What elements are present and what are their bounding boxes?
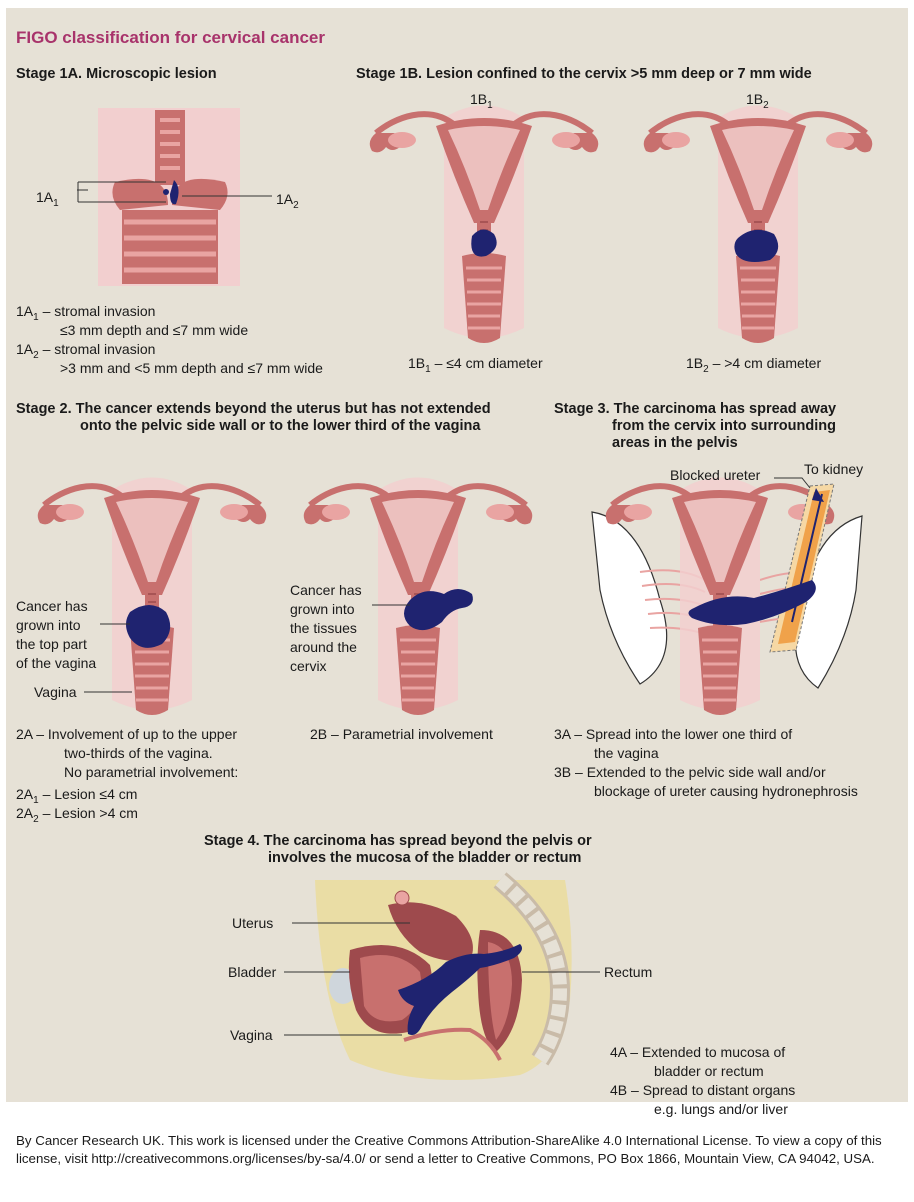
desc-2a-line2: two-thirds of the vagina. [64, 744, 213, 763]
desc-2a1: 2A1 – Lesion ≤4 cm [16, 785, 137, 806]
desc-2a-line1: 2A – Involvement of up to the upper [16, 725, 237, 744]
callout-2b-line4: around the [290, 638, 357, 657]
license-credit: By Cancer Research UK. This work is lice… [16, 1132, 900, 1168]
label-1a1: 1A1 [36, 188, 59, 209]
desc-2b: 2B – Parametrial involvement [310, 725, 493, 744]
desc-1a2-detail: >3 mm and <5 mm depth and ≤7 mm wide [60, 359, 323, 378]
stage2-heading-line1: Stage 2. The cancer extends beyond the u… [16, 401, 491, 418]
desc-3b-line2: blockage of ureter causing hydronephrosi… [594, 782, 858, 801]
stage1b-heading: Stage 1B. Lesion confined to the cervix … [356, 66, 812, 83]
desc-1a1-detail: ≤3 mm depth and ≤7 mm wide [60, 321, 248, 340]
callout-2b-line3: the tissues [290, 619, 357, 638]
callout-2a-line1: Cancer has [16, 597, 88, 616]
desc-1a1: 1A1 – stromal invasion [16, 302, 155, 323]
stage1a-illustration [77, 108, 272, 286]
callout-blocked-ureter: Blocked ureter [670, 466, 760, 485]
callout-2b-line5: cervix [290, 657, 327, 676]
desc-2a-line3: No parametrial involvement: [64, 763, 238, 782]
desc-4a-line1: 4A – Extended to mucosa of [610, 1043, 785, 1062]
stage3-heading-line2: from the cervix into surrounding [612, 418, 836, 435]
stage3-heading-line1: Stage 3. The carcinoma has spread away [554, 401, 836, 418]
callout-2a-line2: grown into [16, 616, 81, 635]
label-1b2: 1B2 [746, 90, 769, 111]
desc-4b-line2: e.g. lungs and/or liver [654, 1100, 788, 1119]
stage3-heading-line3: areas in the pelvis [612, 435, 738, 452]
page-title: FIGO classification for cervical cancer [16, 28, 325, 48]
desc-1b1: 1B1 – ≤4 cm diameter [408, 354, 543, 375]
callout-2b-line2: grown into [290, 600, 355, 619]
label-uterus: Uterus [232, 914, 273, 933]
desc-4b-line1: 4B – Spread to distant organs [610, 1081, 795, 1100]
desc-1b2: 1B2 – >4 cm diameter [686, 354, 821, 375]
label-rectum: Rectum [604, 963, 652, 982]
desc-1a2: 1A2 – stromal invasion [16, 340, 155, 361]
stage1a-heading: Stage 1A. Microscopic lesion [16, 66, 217, 83]
callout-2a-line4: of the vagina [16, 654, 96, 673]
callout-2b-line1: Cancer has [290, 581, 362, 600]
callout-to-kidney: To kidney [804, 460, 863, 479]
stage1b2-uterus [644, 106, 873, 344]
desc-3a-line2: the vagina [594, 744, 659, 763]
desc-4a-line2: bladder or rectum [654, 1062, 764, 1081]
desc-3a-line1: 3A – Spread into the lower one third of [554, 725, 792, 744]
stage4-heading-line1: Stage 4. The carcinoma has spread beyond… [204, 833, 592, 850]
stage2-heading-line2: onto the pelvic side wall or to the lowe… [80, 418, 480, 435]
label-vagina: Vagina [230, 1026, 273, 1045]
desc-3b-line1: 3B – Extended to the pelvic side wall an… [554, 763, 826, 782]
label-1a2: 1A2 [276, 190, 299, 211]
stage3-illustration [592, 478, 862, 716]
stage4-illustration [315, 880, 572, 1080]
desc-2a2: 2A2 – Lesion >4 cm [16, 804, 138, 825]
label-bladder: Bladder [228, 963, 276, 982]
callout-vagina: Vagina [34, 683, 77, 702]
label-1b1: 1B1 [470, 90, 493, 111]
stage4-heading-line2: involves the mucosa of the bladder or re… [268, 850, 581, 867]
callout-2a-line3: the top part [16, 635, 87, 654]
stage1b1-uterus [370, 106, 599, 344]
